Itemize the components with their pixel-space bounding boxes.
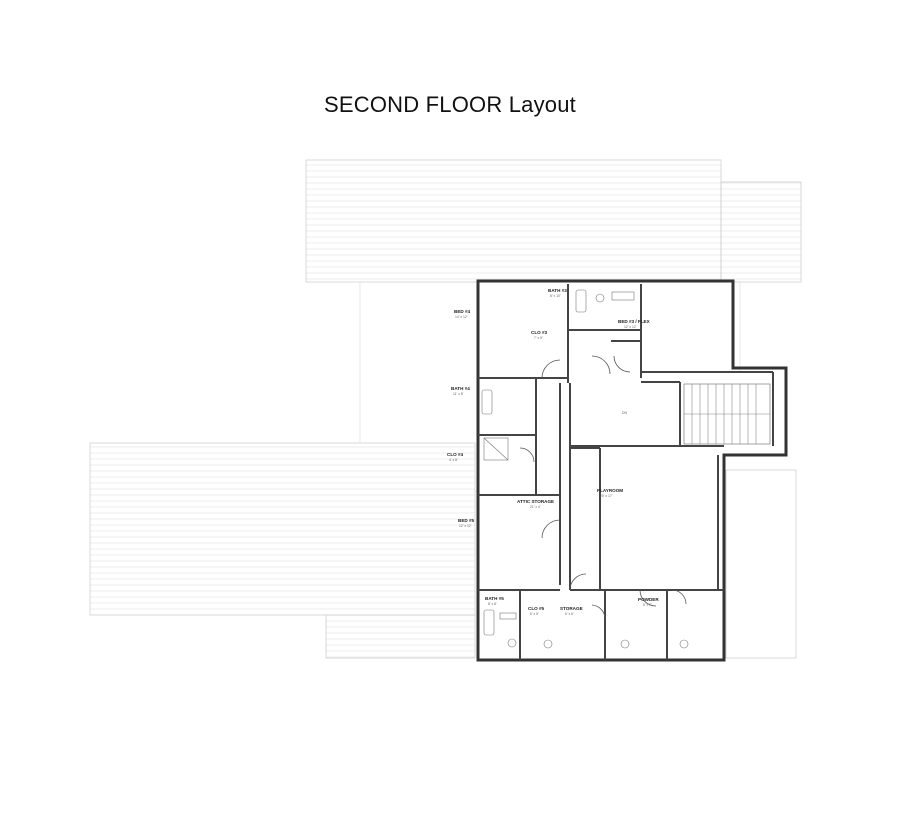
label-bath5: BATH #5 [485,596,504,601]
page-title: SECOND FLOOR Layout [324,92,576,117]
dims-bed3: 12' x 12' [624,325,637,329]
dims-bath3: 8' x 10' [550,294,561,298]
interior-walls [478,284,774,660]
dims-clo3: 7' x 5' [534,336,543,340]
label-dn: DN [622,411,627,415]
label-clo3: CLO #3 [531,330,548,335]
exterior-walls [476,279,788,662]
dims-clo4: 4' x 8' [449,458,458,462]
label-playroom: PLAYROOM [597,488,623,493]
label-bed4: BED #4 [454,309,471,314]
door-swings [519,355,687,620]
label-bath4: BATH #4 [451,386,470,391]
dims-bed4: 14' x 12' [455,315,468,319]
label-powder: POWDER [638,597,659,602]
label-bed3: BED #3 / FLEX [618,319,651,324]
staircase [683,383,771,445]
label-clo5: CLO #5 [528,606,545,611]
dims-bath5: 8' x 8' [488,602,497,606]
roof-outline [89,159,802,659]
dims-storage: 6' x 6' [565,612,574,616]
label-bath3: BATH #3 [548,288,567,293]
room-labels: BATH #3 8' x 10' BED #4 14' x 12' CLO #3… [447,288,659,616]
label-clo4: CLO #4 [447,452,464,457]
dims-playroom: 20' x 17' [600,494,613,498]
dims-clo5: 6' x 5' [530,612,539,616]
label-bed5: BED #5 [458,518,475,523]
dims-bath4: 11' x 8' [453,392,464,396]
label-attic: ATTIC STORAGE [517,499,554,504]
dims-bed5: 12' x 12' [459,524,472,528]
plumbing-fixtures [481,289,689,649]
dims-attic: 21' x 4' [530,505,541,509]
dims-powder: 5' x 7' [643,603,652,607]
label-storage: STORAGE [560,606,583,611]
